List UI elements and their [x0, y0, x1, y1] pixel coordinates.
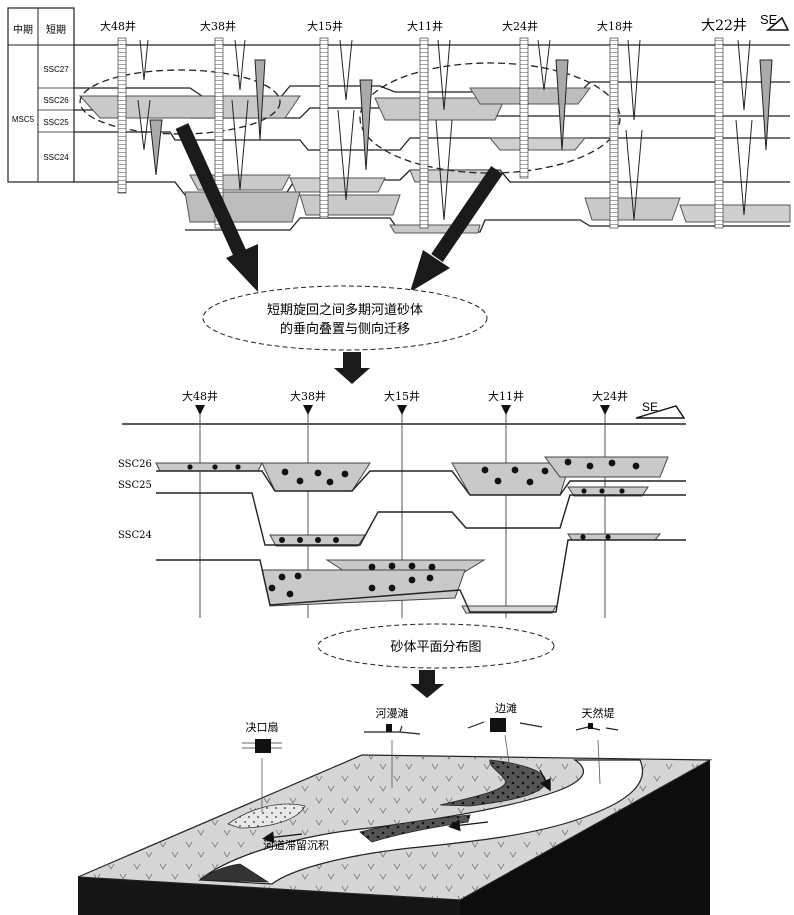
label-floodplain: 河漫滩 — [376, 706, 409, 720]
mid-well-label-d11: 大11井 — [488, 389, 524, 403]
mini-section-icons — [242, 718, 618, 753]
summary-callout-line2: 的垂向叠置与侧向迁移 — [280, 321, 410, 337]
summary-callout-ellipse — [203, 286, 487, 350]
well-label-d24: 大24井 — [502, 19, 538, 33]
layer-label-ssc25: SSC25 — [118, 480, 152, 491]
sand-stacking-schematic: 大48井 大38井 大15井 大11井 大24井 SE SSC26 SSC25 … — [118, 389, 686, 618]
cycle-label-ssc25: SSC25 — [43, 118, 69, 127]
cycle-label-ssc24: SSC24 — [43, 153, 69, 162]
mid-well-label-d38: 大38井 — [290, 389, 326, 403]
header-short-cycle: 短期 — [46, 23, 66, 36]
mid-well-label-d48: 大48井 — [182, 389, 218, 403]
well-label-d15: 大15井 — [307, 19, 343, 33]
cycle-label-ssc27: SSC27 — [43, 65, 69, 74]
well-label-d38: 大38井 — [200, 19, 236, 33]
well-label-d11: 大11井 — [407, 19, 443, 33]
mid-well-label-d15: 大15井 — [384, 389, 420, 403]
down-arrow-1 — [334, 352, 370, 384]
well-label-d18: 大18井 — [597, 19, 633, 33]
well-label-d48: 大48井 — [100, 19, 136, 33]
label-natural-levee: 天然堤 — [582, 706, 615, 720]
well-correlation-section: 中期 短期 MSC5 SSC27 SSC26 SSC25 SSC24 — [8, 8, 790, 233]
mid-cycle-label: MSC5 — [12, 115, 35, 124]
header-mid-cycle: 中期 — [13, 23, 33, 36]
cycle-label-ssc26: SSC26 — [43, 96, 69, 105]
sand-bodies-top — [80, 88, 790, 233]
mid-well-label-d24: 大24井 — [592, 389, 628, 403]
well-label-d22: 大22井 — [701, 18, 747, 34]
map-callout-text: 砂体平面分布图 — [390, 640, 481, 655]
down-arrow-2 — [410, 670, 444, 698]
label-point-bar: 边滩 — [495, 701, 517, 715]
summary-callout-line1: 短期旋回之间多期河道砂体 — [267, 302, 423, 318]
fluvial-block-diagram: 决口扇 河漫滩 边滩 天然堤 河道滞留沉积 — [78, 701, 710, 915]
label-channel-lag: 河道滞留沉积 — [263, 838, 329, 852]
label-crevasse-fan: 决口扇 — [246, 720, 279, 734]
layer-label-ssc26: SSC26 — [118, 459, 152, 470]
layer-label-ssc24: SSC24 — [118, 530, 152, 541]
